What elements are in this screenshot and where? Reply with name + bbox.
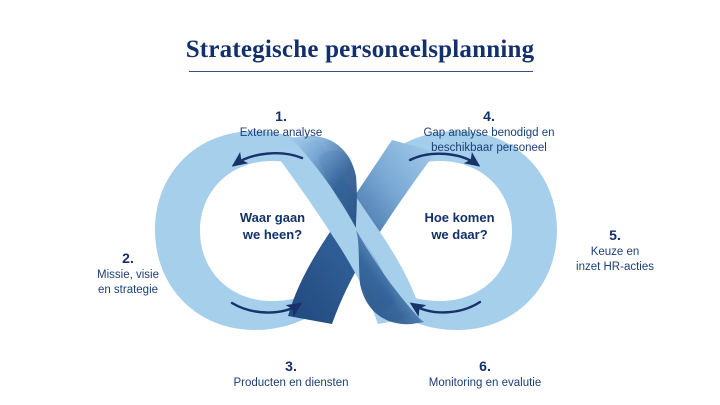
- arrow-right-top: [408, 151, 481, 167]
- shade-right-quadrant: [356, 230, 424, 325]
- step-text-5: Keuze en inzet HR-acties: [576, 246, 654, 273]
- step-text-2: Missie, visie en strategie: [97, 269, 159, 296]
- step-number-4: 4.: [483, 108, 495, 124]
- step-number-2: 2.: [122, 250, 134, 266]
- step-text-6: Monitoring en evalutie: [428, 377, 542, 389]
- step-text-4: Gap analyse benodigd en beschikbaar pers…: [423, 127, 555, 154]
- loop-right: [356, 131, 557, 330]
- step-label-2: 2. Missie, visie en strategie: [58, 236, 198, 298]
- title-underline: [189, 71, 533, 72]
- arrow-right-bottom: [409, 300, 482, 317]
- step-number-3: 3.: [285, 358, 297, 374]
- step-text-1: Externe analyse: [239, 127, 323, 139]
- shade-left-quadrant: [290, 135, 357, 228]
- step-label-6: 6. Monitoring en evalutie: [380, 344, 590, 391]
- step-text-3: Producten en diensten: [233, 377, 349, 389]
- step-label-4: 4. Gap analyse benodigd en beschikbaar p…: [384, 94, 594, 156]
- loop-right-hole: [384, 161, 496, 301]
- page-title: Strategische personeelsplanning: [185, 36, 535, 63]
- caption-right: Hoe komen we daar?: [424, 210, 495, 242]
- flow-arrows: [230, 151, 482, 317]
- step-label-1: 1. Externe analyse: [186, 94, 376, 141]
- loop-depth-shading: [290, 135, 424, 325]
- step-number-6: 6.: [479, 358, 491, 374]
- step-number-1: 1.: [275, 108, 287, 124]
- arrow-left-top: [231, 151, 304, 167]
- step-label-3: 3. Producten en diensten: [196, 344, 386, 391]
- caption-left: Waar gaan we heen?: [239, 210, 306, 242]
- loop-left-band: [155, 131, 356, 330]
- loop-right-band: [356, 131, 557, 330]
- loop-left: [155, 131, 356, 330]
- step-label-5: 5. Keuze en inzet HR-acties: [540, 213, 690, 275]
- step-number-5: 5.: [609, 227, 621, 243]
- loop-left-hole: [216, 161, 328, 301]
- arrow-left-bottom: [230, 301, 303, 317]
